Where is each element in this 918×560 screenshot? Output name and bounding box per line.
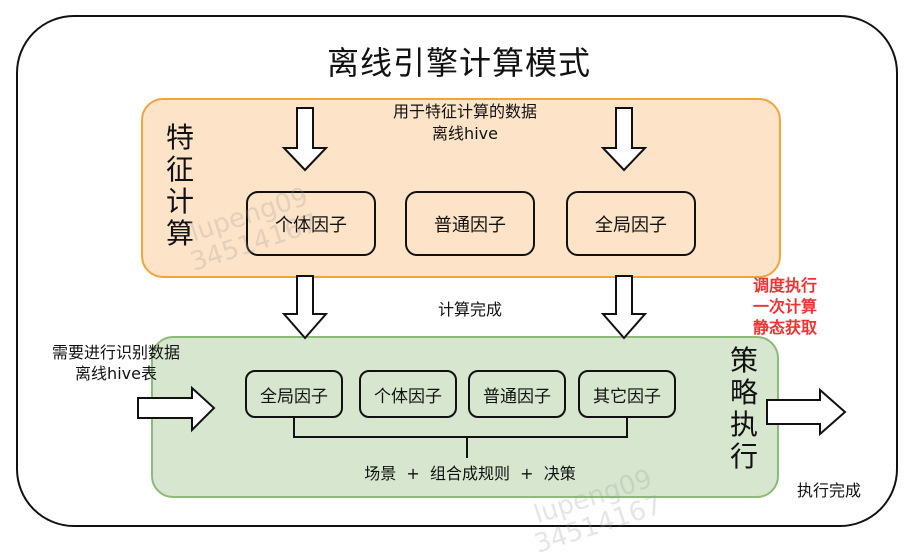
feature-factor-individual: 个体因子 [246,191,376,256]
strategy-factor-global: 全局因子 [245,370,343,418]
schedule-note-2: 一次计算 [752,297,817,316]
feature-source-label-1: 用于特征计算的数据 [392,102,537,121]
strategy-factor-common: 普通因子 [468,370,566,418]
output-label: 执行完成 [796,481,861,500]
arrow-right-output [766,387,847,437]
feature-factor-global: 全局因子 [566,191,696,256]
strategy-side-label: 策略执行 [729,344,758,473]
arrow-down-right-top [600,107,648,172]
schedule-note-3: 静态获取 [752,318,817,337]
arrow-down-right-mid [600,275,648,340]
feature-side-label: 特征计算 [165,121,194,250]
combine-label: 场景 + 组合成规则 + 决策 [364,464,576,483]
feature-source-label-2: 离线hive [432,124,498,143]
arrow-down-left-mid [281,275,329,340]
diagram-title: 离线引擎计算模式 [326,44,591,82]
outer-frame [16,15,898,527]
transition-label: 计算完成 [437,300,502,319]
feature-factor-common: 普通因子 [405,191,535,256]
factor-bracket [293,418,628,458]
strategy-input-label-1: 需要进行识别数据 [51,343,180,362]
schedule-note-1: 调度执行 [752,276,817,295]
strategy-factor-other: 其它因子 [578,370,676,418]
strategy-input-label-2: 离线hive表 [75,364,157,383]
arrow-right-input [137,385,216,433]
arrow-down-left-top [281,107,329,172]
strategy-factor-individual: 个体因子 [359,370,457,418]
